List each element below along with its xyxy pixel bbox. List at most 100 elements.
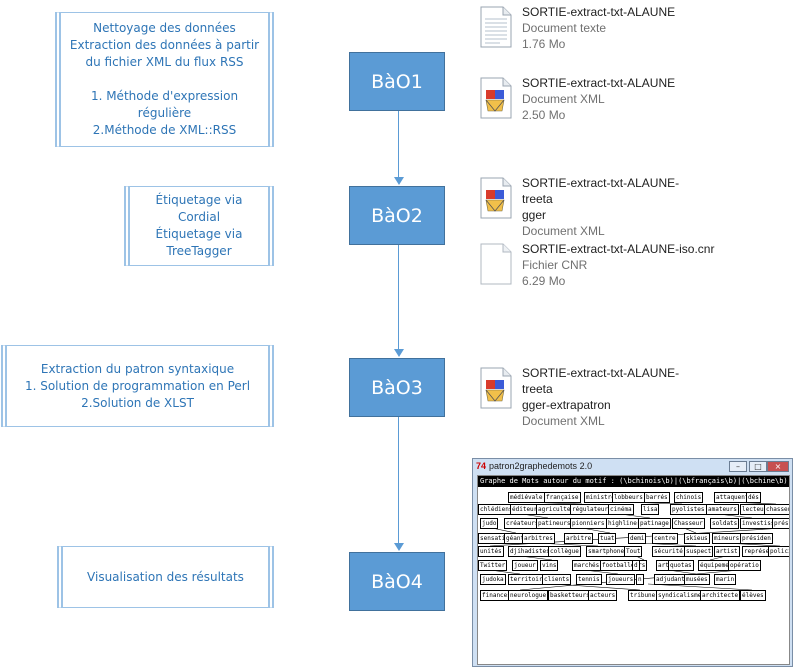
- minimize-icon[interactable]: –: [729, 461, 747, 472]
- graph-node: acteurs: [588, 590, 618, 601]
- graph-node: vins: [540, 560, 559, 571]
- file-item[interactable]: SORTIE-extract-txt-ALAUNE-treeta gger Do…: [478, 175, 698, 238]
- graph-node: marin: [714, 574, 737, 585]
- graph-node: judo: [480, 518, 499, 529]
- graph-node: demi: [628, 533, 647, 544]
- file-item[interactable]: SORTIE-extract-txt-ALAUNE Document XML 2…: [478, 75, 688, 137]
- graph-node: tennis: [576, 574, 602, 585]
- file-name: SORTIE-extract-txt-ALAUNE-treeta: [522, 366, 680, 396]
- graph-node: patinage: [638, 518, 671, 529]
- window-title: patron2graphedemots 2.0: [489, 461, 593, 471]
- step-2-description: Étiquetage via Cordial Étiquetage via Tr…: [124, 186, 274, 266]
- graph-node: lisa: [641, 504, 660, 515]
- graph-node: neurologue: [508, 590, 549, 601]
- graph-node: représentants: [742, 546, 789, 557]
- step-1-description: Nettoyage des données Extraction des don…: [55, 12, 274, 147]
- graph-node: investisseurs: [740, 518, 789, 529]
- file-name: gger: [522, 208, 547, 222]
- file-size: 6.29 Mo: [522, 274, 566, 288]
- graph-node: syndicalisme: [656, 590, 704, 601]
- desc-line: 2.Solution de XLST: [81, 395, 194, 410]
- graph-node: élèves: [740, 590, 766, 601]
- step-3-box: BàO3: [349, 358, 445, 417]
- file-name: SORTIE-extract-txt-ALAUNE-iso.cnr: [522, 242, 715, 256]
- graph-node: quotas: [668, 560, 694, 571]
- desc-line: Étiquetage via: [155, 193, 243, 207]
- graph-node: unités: [478, 546, 504, 557]
- graph-edge: [639, 542, 697, 547]
- graph-node: dés: [746, 492, 761, 503]
- graph-node: tribune: [628, 590, 658, 601]
- xml-document-icon: [480, 367, 512, 409]
- graph-node: lobbeurs: [612, 492, 645, 503]
- file-item[interactable]: SORTIE-extract-txt-ALAUNE-treeta gger-ex…: [478, 365, 698, 428]
- file-type: Document XML: [522, 224, 605, 238]
- graph-node: pionniers: [570, 518, 607, 529]
- graph-node: Tout: [624, 546, 643, 557]
- graph-node: arbitres: [522, 533, 555, 544]
- graph-node: française: [544, 492, 581, 503]
- graph-node: barrés: [644, 492, 670, 503]
- graph-node: Twitter: [478, 560, 508, 571]
- graph-node: policier: [768, 546, 789, 557]
- graph-node: joueur: [512, 560, 538, 571]
- graph-node: adjudant: [654, 574, 687, 585]
- file-name: SORTIE-extract-txt-ALAUNE: [522, 5, 676, 19]
- desc-line: Visualisation des résultats: [87, 569, 244, 584]
- file-name: SORTIE-extract-txt-ALAUNE: [522, 76, 676, 90]
- graph-node: clients: [542, 574, 572, 585]
- file-size: 2.50 Mo: [522, 108, 566, 122]
- graph-node: amateurs: [706, 504, 739, 515]
- file-item[interactable]: SORTIE-extract-txt-ALAUNE Document texte…: [478, 4, 688, 66]
- graph-node: médiévale: [508, 492, 545, 503]
- desc-line: [65, 71, 264, 88]
- graph-node: n: [636, 574, 644, 585]
- desc-line: TreeTagger: [166, 244, 232, 258]
- desc-line: 1. Méthode d'expression: [90, 89, 239, 103]
- graph-node: présiden: [740, 533, 773, 544]
- graph-node: d: [632, 560, 640, 571]
- desc-line: 2.Méthode de XML::RSS: [92, 123, 237, 137]
- graph-node: mineurs: [712, 533, 742, 544]
- graph-heading: Graphe de Mots autour du motif : (\bchin…: [478, 476, 789, 487]
- graph-node: joueurs: [606, 574, 636, 585]
- graph-node: architecte: [700, 590, 741, 601]
- arrowhead-icon: [394, 543, 404, 551]
- step-3-description: Extraction du patron syntaxique 1. Solut…: [1, 345, 274, 427]
- file-item[interactable]: SORTIE-extract-txt-ALAUNE-iso.cnr Fichie…: [478, 241, 718, 303]
- text-document-icon: [480, 6, 512, 48]
- arrowhead-icon: [394, 177, 404, 185]
- patron-graph-window: 74 patron2graphedemots 2.0 – □ × Graphe …: [472, 458, 793, 667]
- desc-line: Étiquetage via: [155, 227, 243, 241]
- close-icon[interactable]: ×: [767, 461, 789, 472]
- arrowhead-icon: [394, 349, 404, 357]
- graph-node: tuat: [598, 533, 617, 544]
- xml-document-icon: [480, 77, 512, 119]
- connector-3-4: [398, 417, 399, 545]
- graph-node: collègue: [548, 546, 581, 557]
- desc-line: Extraction des données à partir: [69, 38, 260, 52]
- graph-edge: [553, 583, 641, 591]
- file-type: Document texte: [522, 21, 607, 35]
- graph-node: marchés: [572, 560, 602, 571]
- maximize-icon[interactable]: □: [749, 461, 767, 472]
- desc-line: du fichier XML du flux RSS: [85, 55, 244, 69]
- graph-node: musées: [684, 574, 710, 585]
- graph-canvas: Graphe de Mots autour du motif : (\bchin…: [477, 475, 790, 665]
- graph-node: préside: [772, 518, 789, 529]
- connector-1-2: [398, 111, 399, 179]
- graph-node: soldats: [710, 518, 740, 529]
- graph-node: chinois: [674, 492, 704, 503]
- graph-node: pyolistes: [670, 504, 707, 515]
- graph-node: basketteurs: [548, 590, 592, 601]
- desc-line: Cordial: [177, 210, 221, 224]
- graph-edge: [647, 583, 753, 591]
- graph-node: djihadistes: [508, 546, 552, 557]
- graph-node: footballeurs: [600, 560, 648, 571]
- graph-node: Chasseur: [672, 518, 705, 529]
- graph-node: suspect: [684, 546, 714, 557]
- graph-node: arbitre: [564, 533, 594, 544]
- graph-node: chasseur: [764, 504, 789, 515]
- graph-node: centre: [652, 533, 678, 544]
- app-logo: 74: [476, 461, 487, 471]
